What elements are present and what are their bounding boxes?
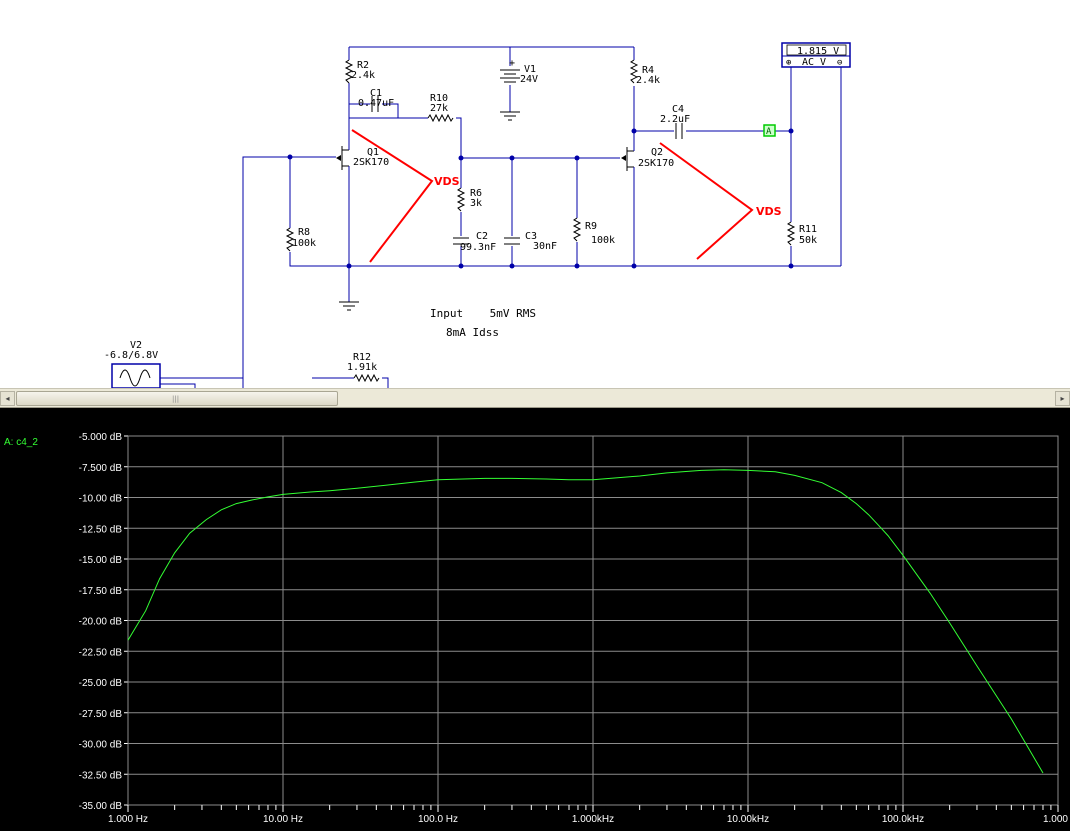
c1-capacitor[interactable] xyxy=(371,96,379,112)
r12-value: 1.91k xyxy=(347,362,377,373)
c3-value: 30nF xyxy=(533,241,557,252)
r10-value: 27k xyxy=(430,103,448,114)
r8-name: R8 xyxy=(298,227,310,238)
y-tick-label: -5.000 dB xyxy=(79,432,123,443)
y-tick-label: -25.00 dB xyxy=(79,678,123,689)
q2-jfet[interactable] xyxy=(621,131,635,266)
y-tick-label: -12.50 dB xyxy=(79,524,123,535)
grip-icon: ||| xyxy=(172,395,180,403)
schematic-svg: A VDS VDS R2 2.4k C1 0.47uF R10 27k + V1… xyxy=(104,42,851,388)
x-tick-label: 100.0kHz xyxy=(882,814,924,825)
v1-name: V1 xyxy=(524,64,536,75)
vds-label-q2: VDS xyxy=(756,205,782,218)
r10-name: R10 xyxy=(430,93,448,104)
c4-name: C4 xyxy=(672,104,684,115)
r11-name: R11 xyxy=(799,224,817,235)
r12-name: R12 xyxy=(353,352,371,363)
r9-name: R9 xyxy=(585,221,597,232)
x-tick-label: 10.00 Hz xyxy=(263,814,303,825)
voltmeter-minus-terminal: ⊖ xyxy=(837,58,842,68)
voltmeter-mode: AC V xyxy=(802,57,826,68)
c3-name: C3 xyxy=(525,231,537,242)
r4-resistor[interactable] xyxy=(629,59,639,84)
y-tick-label: -20.00 dB xyxy=(79,617,123,628)
bode-plot-panel[interactable]: -5.000 dB -7.500 dB -10.00 dB -12.50 dB -15.… xyxy=(0,408,1070,831)
y-tick-label: -10.00 dB xyxy=(79,494,123,505)
v2-value: -6.8/6.8V xyxy=(104,350,158,361)
bode-plot-svg: -5.000 dB -7.500 dB -10.00 dB -12.50 dB -15.… xyxy=(4,432,1068,825)
q1-value: 2SK170 xyxy=(353,157,389,168)
c4-capacitor[interactable] xyxy=(675,123,683,139)
c3-capacitor[interactable] xyxy=(504,237,520,245)
v1-ground-icon xyxy=(500,111,520,121)
r11-value: 50k xyxy=(799,235,817,246)
r8-value: 100k xyxy=(292,238,316,249)
note-input: Input 5mV RMS xyxy=(430,307,536,320)
v2-name: V2 xyxy=(130,340,142,351)
r11-resistor[interactable] xyxy=(786,221,796,246)
y-tick-label: -32.50 dB xyxy=(79,770,123,781)
scroll-right-arrow-icon[interactable]: ▸ xyxy=(1055,391,1070,406)
r10-resistor[interactable] xyxy=(427,113,454,123)
voltmeter-reading: 1.815 V xyxy=(797,46,839,57)
r6-name: R6 xyxy=(470,188,482,199)
q2-name: Q2 xyxy=(651,147,663,158)
y-tick-label: -7.500 dB xyxy=(79,463,123,474)
y-tick-label: -22.50 dB xyxy=(79,647,123,658)
horizontal-scrollbar[interactable]: ◂ ||| ▸ xyxy=(0,388,1070,408)
r9-value: 100k xyxy=(591,235,615,246)
r2-name: R2 xyxy=(357,60,369,71)
r6-resistor[interactable] xyxy=(456,187,466,212)
vds-arrow-q1 xyxy=(351,129,434,263)
v2-signal-source[interactable] xyxy=(111,363,161,388)
note-idss: 8mA Idss xyxy=(446,326,499,339)
v1-plus: + xyxy=(509,58,515,69)
y-tick-label: -15.00 dB xyxy=(79,555,123,566)
r6-value: 3k xyxy=(470,198,482,209)
r12-resistor[interactable] xyxy=(353,373,380,383)
q1-name: Q1 xyxy=(367,147,379,158)
plot-grid xyxy=(124,435,1059,812)
voltmeter-plus-terminal: ⊕ xyxy=(786,58,791,68)
r9-resistor[interactable] xyxy=(572,217,582,242)
y-tick-label: -17.50 dB xyxy=(79,586,123,597)
x-tick-label: 1.000 xyxy=(1043,814,1068,825)
x-tick-label: 1.000kHz xyxy=(572,814,614,825)
vds-arrow-q2 xyxy=(659,142,754,260)
v1-battery-symbol xyxy=(500,69,520,83)
c2-name: C2 xyxy=(476,231,488,242)
q2-value: 2SK170 xyxy=(638,158,674,169)
y-tick-label: -27.50 dB xyxy=(79,709,123,720)
c4-value: 2.2uF xyxy=(660,114,690,125)
r4-name: R4 xyxy=(642,65,654,76)
c1-value: 0.47uF xyxy=(358,98,394,109)
probe-a-marker[interactable] xyxy=(763,124,776,137)
y-tick-label: -35.00 dB xyxy=(79,801,123,812)
x-tick-labels: 1.000 Hz 10.00 Hz 100.0 Hz 1.000kHz 10.00kHz… xyxy=(108,814,1068,825)
x-tick-label: 10.00kHz xyxy=(727,814,769,825)
c1-name: C1 xyxy=(370,88,382,99)
probe-a-label: A xyxy=(766,127,772,137)
scroll-left-arrow-icon[interactable]: ◂ xyxy=(0,391,15,406)
x-tick-label: 1.000 Hz xyxy=(108,814,148,825)
vds-label-q1: VDS xyxy=(434,175,460,188)
series-trace-line[interactable] xyxy=(127,469,1044,774)
y-tick-label: -30.00 dB xyxy=(79,740,123,751)
series-label: A: c4_2 xyxy=(4,437,38,448)
q1-ground-icon xyxy=(339,301,359,311)
c2-capacitor[interactable] xyxy=(453,237,469,245)
r2-value: 2.4k xyxy=(351,70,375,81)
r2-resistor[interactable] xyxy=(344,59,354,84)
v1-value: 24V xyxy=(520,74,538,85)
schematic-canvas[interactable]: A VDS VDS R2 2.4k C1 0.47uF R10 27k + V1… xyxy=(0,0,1070,388)
scrollbar-thumb[interactable]: ||| xyxy=(16,391,338,406)
c2-value: 99.3nF xyxy=(460,242,496,253)
q1-jfet[interactable] xyxy=(336,118,350,266)
r4-value: 2.4k xyxy=(636,75,660,86)
y-tick-labels: -5.000 dB -7.500 dB -10.00 dB -12.50 dB -15.… xyxy=(79,432,123,812)
r8-resistor[interactable] xyxy=(285,227,295,252)
x-tick-label: 100.0 Hz xyxy=(418,814,458,825)
